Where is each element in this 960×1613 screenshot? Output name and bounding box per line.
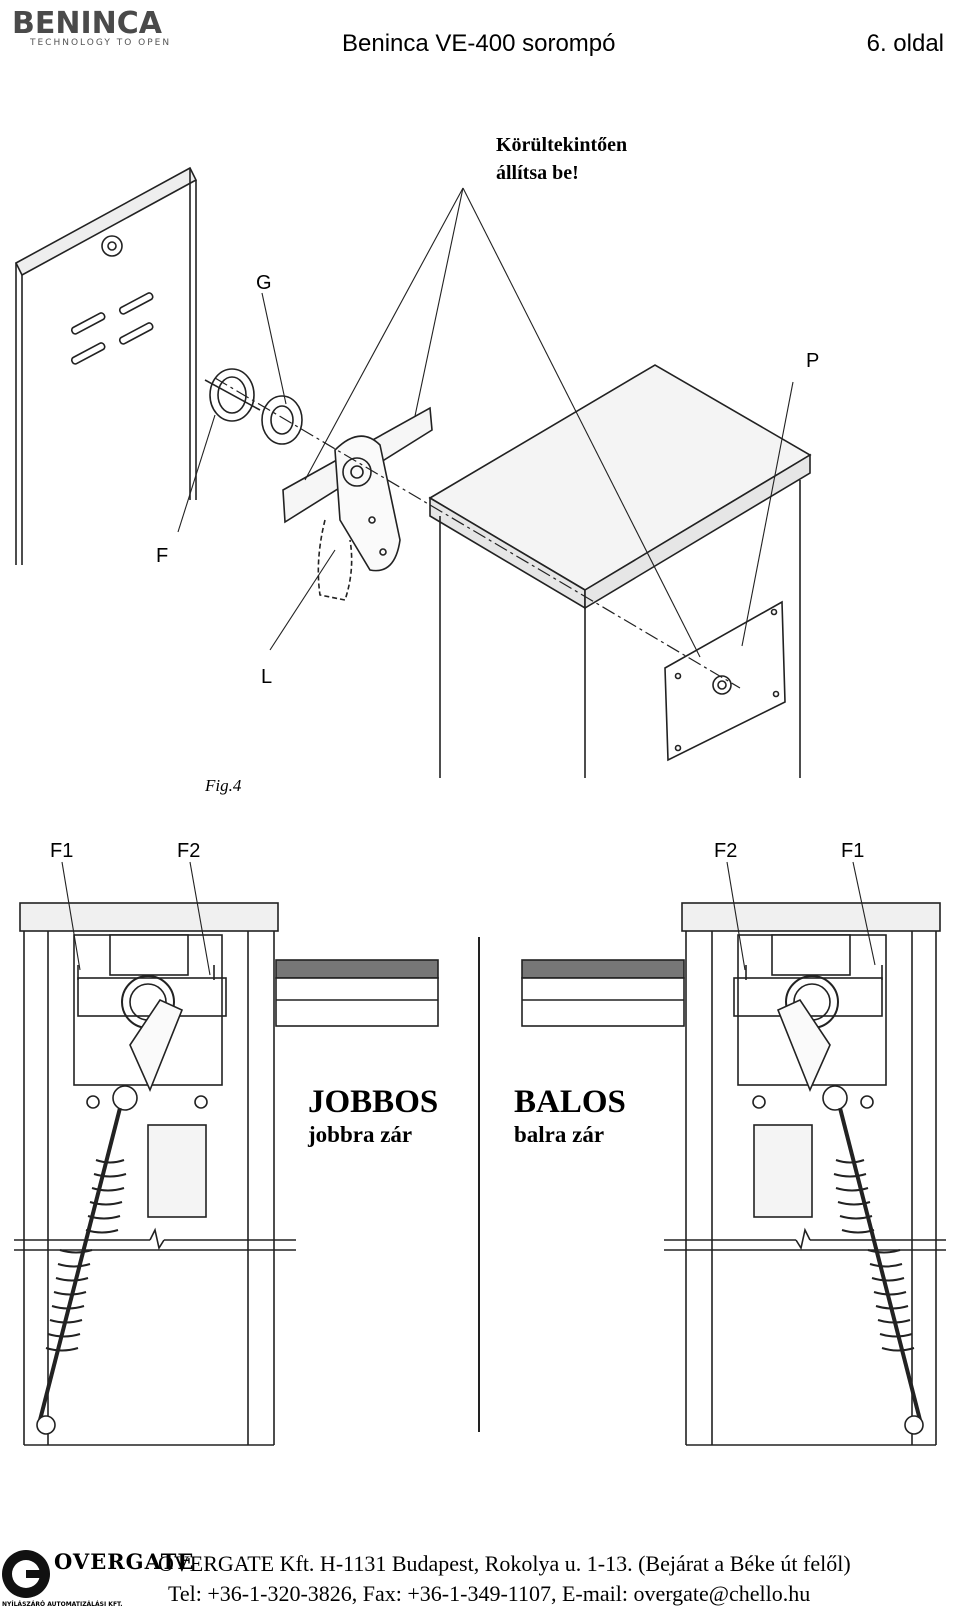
lever-l-illustration — [282, 406, 433, 601]
plate-p-illustration — [664, 600, 786, 762]
right-cabinet-illustration — [521, 902, 946, 1446]
ring-f-illustration — [204, 368, 261, 422]
page-number: 6. oldal — [866, 30, 944, 57]
beninca-logo-tagline: TECHNOLOGY TO OPEN — [30, 38, 172, 48]
label-f: F — [156, 545, 169, 567]
label-p: P — [806, 350, 820, 372]
overgate-logo-emblem — [2, 1550, 50, 1598]
warning-text-line1: Körültekintően — [496, 134, 628, 156]
balos-subtitle: balra zár — [514, 1122, 605, 1147]
pillar-illustration — [428, 364, 812, 778]
balos-title: BALOS — [514, 1084, 626, 1120]
left-cabinet-illustration — [14, 902, 439, 1446]
label-g: G — [256, 272, 272, 294]
warning-text-line2: állítsa be! — [496, 162, 579, 184]
footer-contact: Tel: +36-1-320-3826, Fax: +36-1-349-1107… — [168, 1581, 811, 1606]
label-left-f2: F2 — [177, 840, 201, 862]
nut-g-illustration — [261, 395, 303, 445]
label-l: L — [261, 666, 273, 688]
label-right-f1: F1 — [841, 840, 865, 862]
jobbos-subtitle: jobbra zár — [308, 1122, 413, 1147]
overgate-logo-sub: NYÍLÁSZÁRÓ AUTOMATIZÁLÁSI KFT. — [2, 1601, 123, 1608]
footer-address: OVERGATE Kft. H-1131 Budapest, Rokolya u… — [158, 1551, 851, 1576]
label-left-f1: F1 — [50, 840, 74, 862]
door-panel-illustration — [14, 166, 198, 565]
overgate-logo: OVERGATE — [54, 1549, 195, 1574]
jobbos-title: JOBBOS — [308, 1084, 439, 1120]
beninca-logo: BENINCA — [12, 6, 162, 41]
figure-caption: Fig.4 — [205, 776, 242, 795]
page-title: Beninca VE-400 sorompó — [342, 30, 616, 57]
label-right-f2: F2 — [714, 840, 738, 862]
